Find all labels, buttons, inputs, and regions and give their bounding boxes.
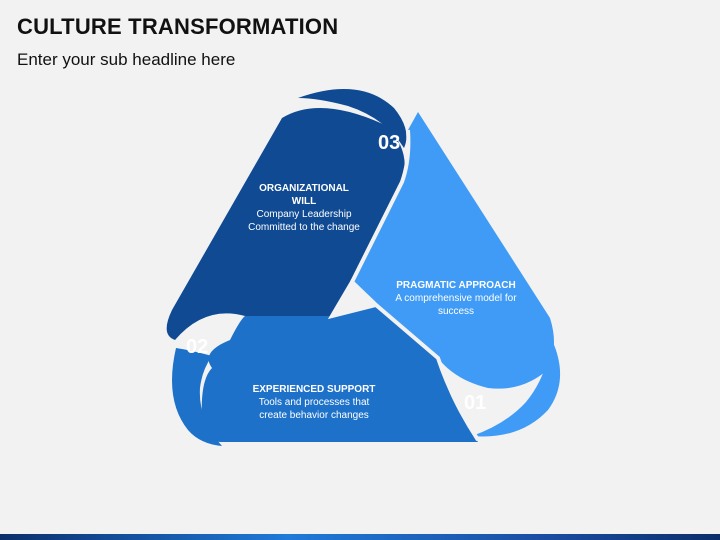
segment-01-number: 01 (464, 392, 487, 414)
segment-03-number: 03 (378, 132, 401, 154)
segment-02-body (201, 305, 478, 442)
segment-03-description: Company Leadership Committed to the chan… (248, 209, 360, 233)
segment-01-heading: PRAGMATIC APPROACH (396, 280, 516, 291)
page-subtitle: Enter your sub headline here (17, 50, 236, 69)
segment-01-description: A comprehensive model for success (395, 293, 517, 317)
segment-03-text: ORGANIZATIONAL WILL Company Leadership C… (238, 182, 370, 234)
segment-02-arrow-tip (172, 348, 222, 446)
segment-03-body (166, 108, 405, 341)
segment-02-number: 02 (186, 336, 209, 358)
segment-02-heading: EXPERIENCED SUPPORT (252, 384, 376, 395)
segment-03-heading: ORGANIZATIONAL WILL (259, 183, 349, 207)
center-gap-02-03 (327, 278, 380, 320)
segment-02-description: Tools and processes that create behavior… (258, 397, 370, 421)
segment-02-text: EXPERIENCED SUPPORT Tools and processes … (246, 383, 382, 422)
center-gap-03-01 (350, 129, 411, 283)
segment-03-arrow-tip (298, 89, 407, 148)
segment-02 (172, 305, 478, 446)
center-gap-01-02 (374, 303, 480, 442)
page-title: CULTURE TRANSFORMATION (17, 14, 339, 39)
segment-03 (166, 89, 407, 341)
segment-01-text: PRAGMATIC APPROACH A comprehensive model… (386, 279, 526, 318)
bottom-accent-bar (0, 534, 720, 540)
segment-01-arrow-tip (472, 340, 561, 437)
